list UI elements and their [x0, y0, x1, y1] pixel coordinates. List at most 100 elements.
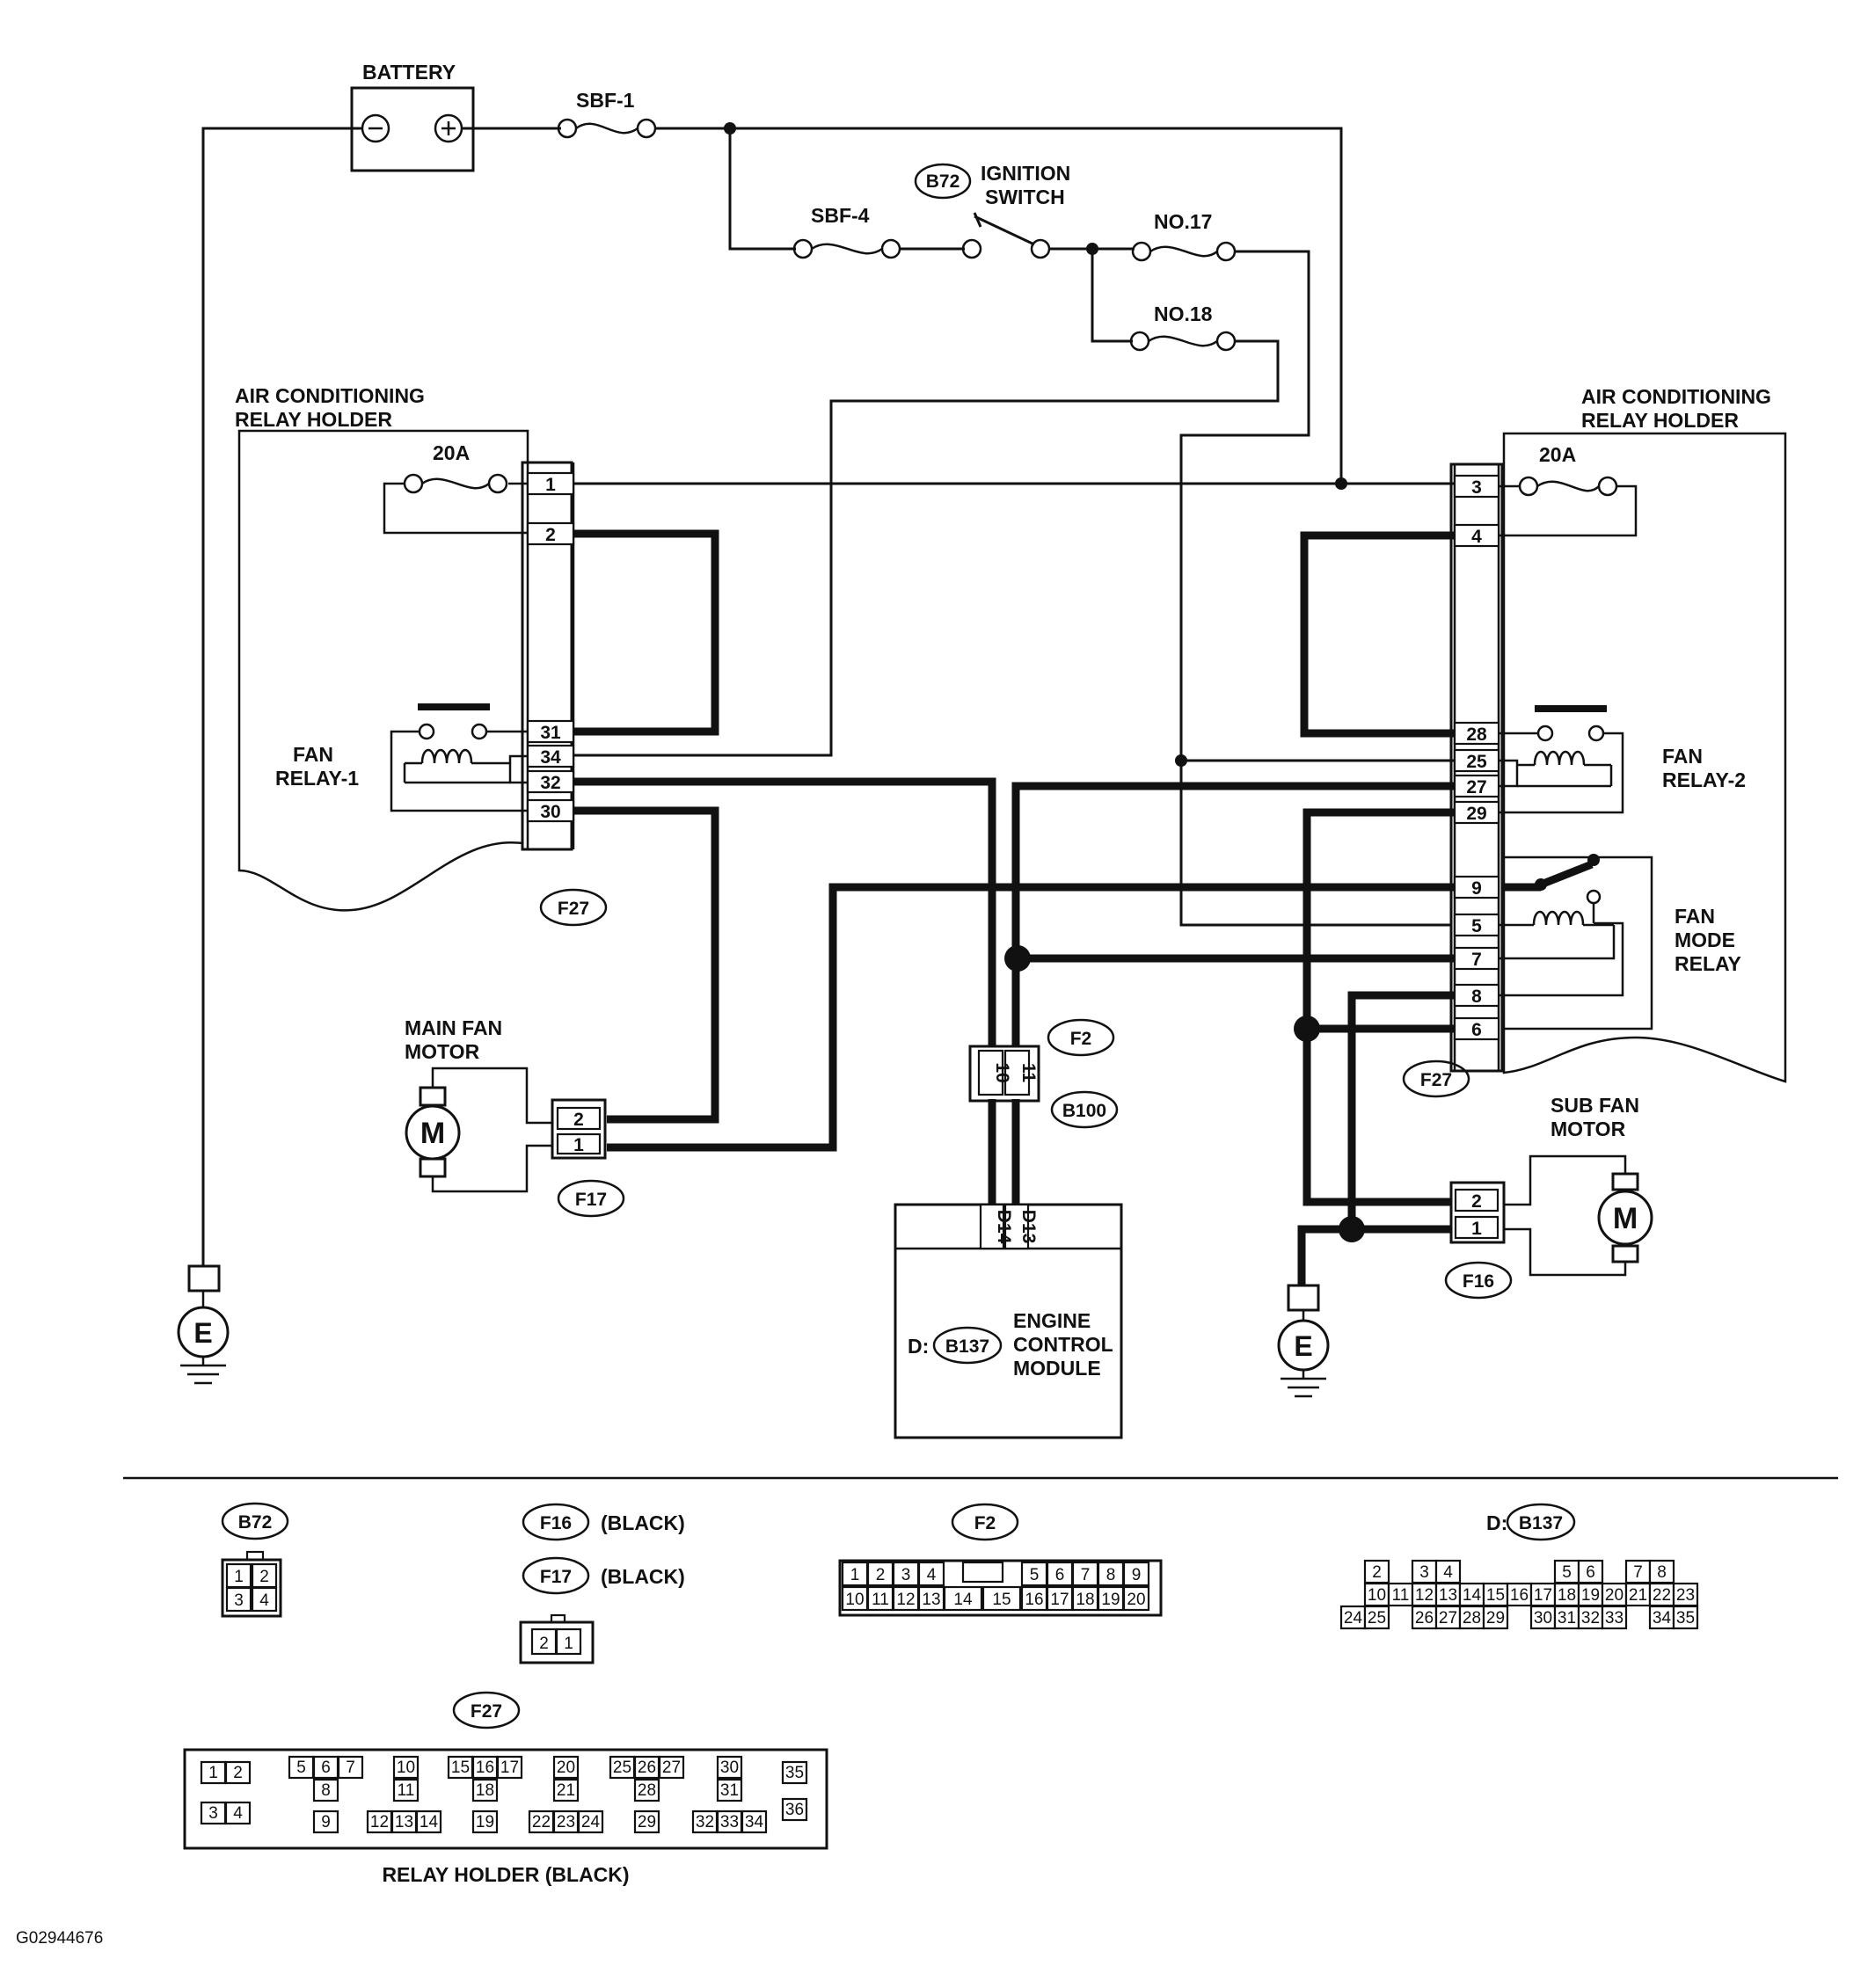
svg-text:28: 28 — [1466, 725, 1487, 745]
svg-text:1: 1 — [850, 1566, 860, 1584]
b137-pin-30: 30 — [1529, 1605, 1557, 1630]
svg-text:B100: B100 — [1062, 1101, 1106, 1121]
fuse-sbf4: SBF-4 — [792, 204, 901, 259]
svg-text:15: 15 — [451, 1759, 470, 1777]
f16-f17-pin-2: 2 — [530, 1628, 558, 1656]
junction-dot — [1004, 945, 1031, 972]
b137-pin-33: 33 — [1601, 1605, 1628, 1630]
svg-text:14: 14 — [1463, 1586, 1482, 1605]
svg-text:29: 29 — [1486, 1609, 1505, 1628]
f27-pin-9: 9 — [312, 1810, 339, 1834]
svg-text:11: 11 — [1018, 1063, 1039, 1083]
svg-text:29: 29 — [1466, 804, 1486, 824]
svg-text:6: 6 — [321, 1759, 331, 1777]
ecm-label-3: MODULE — [1013, 1357, 1101, 1380]
f27-pin-18: 18 — [471, 1778, 499, 1802]
svg-text:1: 1 — [564, 1635, 573, 1653]
f2-pin-2: 2 — [866, 1561, 894, 1587]
fan-mode-label-2: MODE — [1675, 928, 1735, 951]
f27-pin-27: 27 — [658, 1755, 685, 1780]
svg-text:20: 20 — [557, 1759, 575, 1777]
f2-pin-5: 5 — [1020, 1561, 1048, 1587]
b137-pin-32: 32 — [1577, 1605, 1604, 1630]
svg-text:7: 7 — [1633, 1563, 1643, 1582]
svg-text:B72: B72 — [238, 1512, 273, 1533]
f27-pin-13: 13 — [390, 1810, 418, 1834]
svg-text:15: 15 — [1486, 1586, 1505, 1605]
svg-text:25: 25 — [1368, 1609, 1386, 1628]
svg-text:34: 34 — [1653, 1609, 1672, 1628]
f27-pin-12: 12 — [366, 1810, 393, 1834]
b137-pin-34: 34 — [1648, 1605, 1675, 1630]
svg-text:30: 30 — [1534, 1609, 1552, 1628]
ecm-prefix: D: — [908, 1335, 929, 1358]
svg-text:8: 8 — [1106, 1566, 1116, 1584]
f27-pin-2: 2 — [224, 1760, 252, 1785]
f2-key-tab — [961, 1561, 1004, 1584]
b137-pin-21: 21 — [1624, 1582, 1652, 1607]
svg-text:14: 14 — [953, 1591, 973, 1609]
left-relay-holder: AIR CONDITIONING RELAY HOLDER — [235, 384, 575, 912]
svg-text:5: 5 — [296, 1759, 306, 1777]
no17-label: NO.17 — [1154, 210, 1212, 233]
f27-pin-4: 4 — [224, 1801, 252, 1825]
fuse-20a-left: 20A — [383, 441, 528, 535]
f2-pin-13: 13 — [917, 1585, 945, 1612]
left-holder-pin-34: 34 — [526, 744, 575, 768]
f2-pin-18: 18 — [1071, 1585, 1099, 1612]
svg-text:8: 8 — [321, 1781, 331, 1800]
f2-pin-7: 7 — [1071, 1561, 1099, 1587]
f27-pin-28: 28 — [633, 1778, 660, 1802]
f27-pin-36: 36 — [781, 1797, 808, 1822]
connector-f2-b100: 10 11 F2 B100 — [968, 1018, 1119, 1129]
svg-text:E: E — [1294, 1330, 1312, 1362]
fuse-sbf1: SBF-1 — [557, 89, 657, 139]
svg-text:10: 10 — [845, 1591, 864, 1609]
svg-text:10: 10 — [1368, 1586, 1386, 1605]
b137-pin-28: 28 — [1458, 1605, 1485, 1630]
svg-text:34: 34 — [540, 747, 561, 768]
svg-text:26: 26 — [638, 1759, 656, 1777]
svg-text:7: 7 — [1081, 1566, 1091, 1584]
f27-pin-32: 32 — [691, 1810, 719, 1834]
left-holder-label-1: AIR CONDITIONING — [235, 384, 425, 407]
svg-text:14: 14 — [420, 1813, 439, 1831]
svg-text:3: 3 — [1471, 477, 1482, 498]
svg-text:9: 9 — [321, 1813, 331, 1831]
b72-pin-1: 1 — [225, 1562, 252, 1589]
svg-text:19: 19 — [1101, 1591, 1120, 1609]
svg-text:8: 8 — [1471, 987, 1482, 1007]
b137-pin-8: 8 — [1648, 1559, 1675, 1584]
b137-pin-4: 4 — [1434, 1559, 1462, 1584]
svg-text:2: 2 — [1372, 1563, 1382, 1582]
sub-fan-label-2: MOTOR — [1551, 1118, 1626, 1140]
svg-text:11: 11 — [872, 1591, 889, 1609]
svg-text:34: 34 — [745, 1813, 764, 1831]
f27-pin-26: 26 — [633, 1755, 660, 1780]
sbf1-label: SBF-1 — [576, 89, 635, 112]
svg-text:36: 36 — [785, 1801, 804, 1819]
f2-pin-12: 12 — [892, 1585, 920, 1612]
fan-relay2-label-2: RELAY-2 — [1662, 768, 1746, 791]
fuse-20a-right-label: 20A — [1539, 443, 1576, 466]
fuse-no18: NO.18 — [1129, 302, 1237, 352]
right-holder-pin-28: 28 — [1453, 721, 1500, 746]
svg-text:22: 22 — [532, 1813, 551, 1831]
svg-text:3: 3 — [1419, 1563, 1429, 1582]
svg-text:22: 22 — [1653, 1586, 1671, 1605]
b137-pin-16: 16 — [1506, 1582, 1533, 1607]
f2-pin-11: 11 — [866, 1585, 894, 1612]
f2-pin-17: 17 — [1046, 1585, 1074, 1612]
b72-pin-2: 2 — [251, 1562, 278, 1589]
f2-pin-10: 10 — [841, 1585, 869, 1612]
fan-relay-1: FAN RELAY-1 — [275, 703, 528, 812]
b137-pin-24: 24 — [1339, 1605, 1367, 1630]
b72-pin-3: 3 — [225, 1586, 252, 1613]
f27-pin-19: 19 — [471, 1810, 499, 1834]
svg-text:4: 4 — [927, 1566, 937, 1584]
svg-text:12: 12 — [370, 1813, 389, 1831]
fan-relay1-label-2: RELAY-1 — [275, 767, 359, 790]
f27-pin-23: 23 — [552, 1810, 580, 1834]
svg-text:17: 17 — [500, 1759, 519, 1777]
